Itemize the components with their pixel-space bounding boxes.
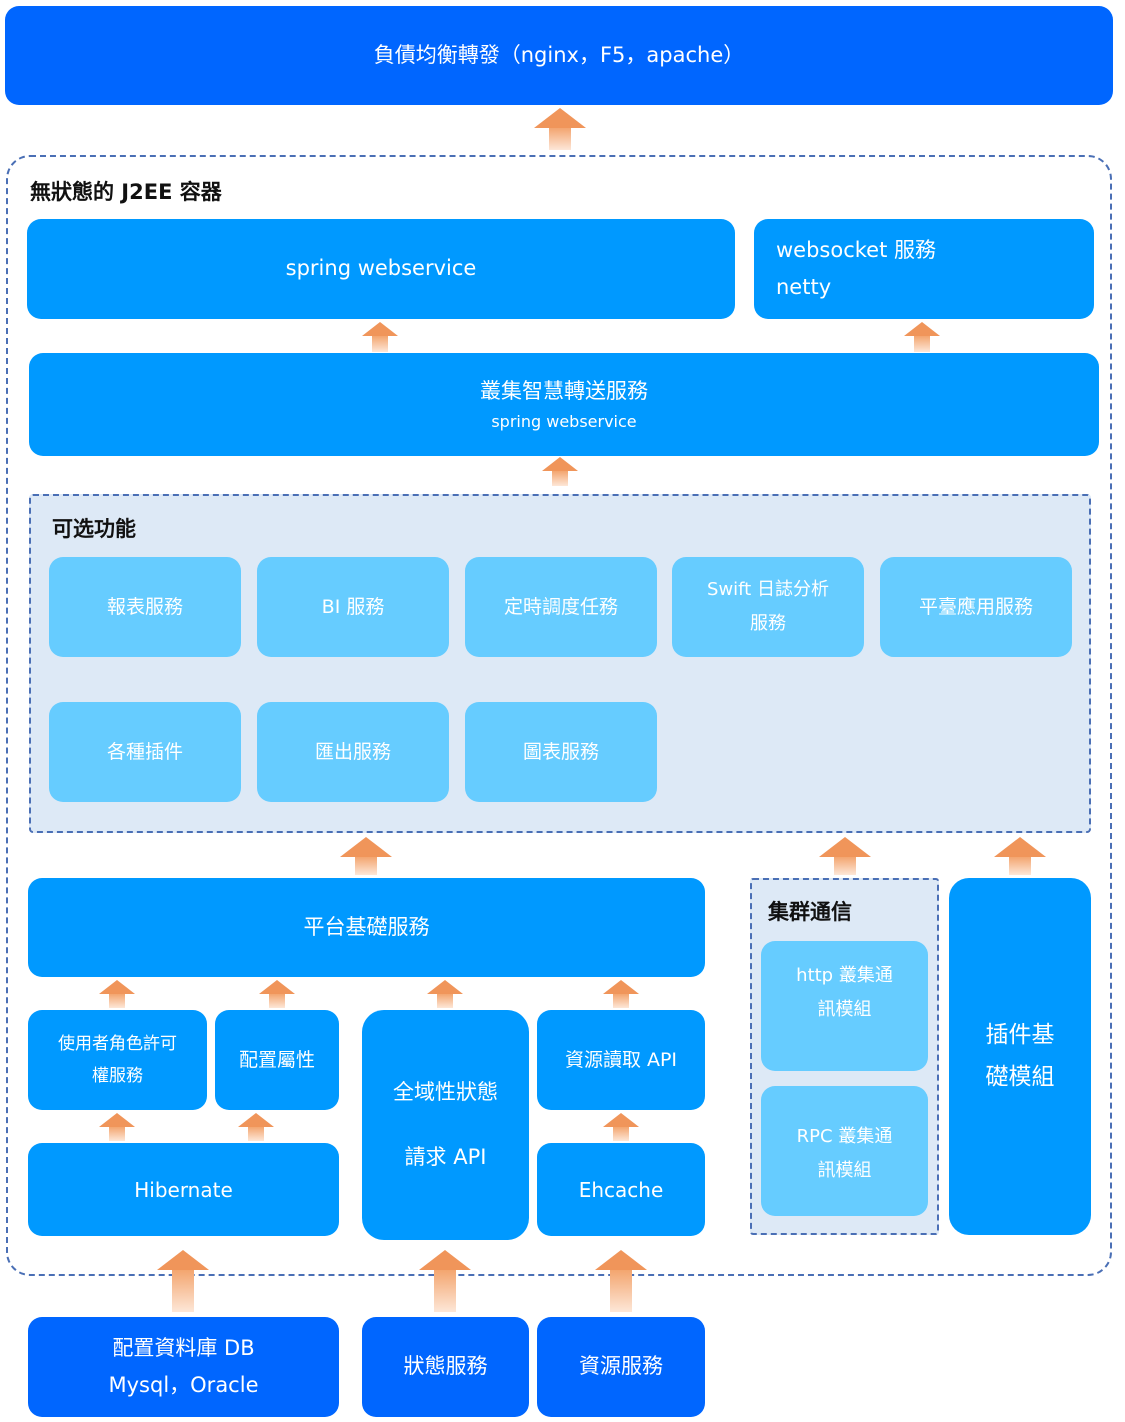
websocket-box: websocket 服務 netty xyxy=(754,219,1094,319)
optional-feature-box: Swift 日誌分析服務 xyxy=(672,557,864,657)
websocket-label: websocket 服務 xyxy=(776,238,937,263)
state-service-box: 狀態服務 xyxy=(362,1317,529,1417)
plugin-base-box: 插件基礎模組 xyxy=(949,878,1091,1235)
optional-feature-label: BI 服務 xyxy=(321,595,385,618)
global-state-box: 全域性狀態請求 API xyxy=(362,1010,529,1240)
cluster-forward-title: 叢集智慧轉送服務 xyxy=(480,378,648,403)
state-service-label: 狀態服務 xyxy=(403,1354,488,1379)
config-attr-box: 配置屬性 xyxy=(215,1010,339,1110)
optional-feature-box: 圖表服務 xyxy=(465,702,657,802)
optional-feature-box: 各種插件 xyxy=(49,702,241,802)
optional-feature-box: 定時調度任務 xyxy=(465,557,657,657)
config-attr-label: 配置屬性 xyxy=(238,1048,315,1071)
optional-feature-label: 匯出服務 xyxy=(314,740,391,763)
spring-webservice-label: spring webservice xyxy=(285,256,477,281)
http-module-box: http 叢集通訊模組 xyxy=(761,941,928,1071)
config-db-label: 配置資料庫 DB xyxy=(112,1336,255,1361)
config-db-box: 配置資料庫 DB Mysql，Oracle xyxy=(28,1317,339,1417)
load-balancer-box: 負債均衡轉發（nginx，F5，apache） xyxy=(5,6,1113,105)
db-types-label: Mysql，Oracle xyxy=(108,1373,259,1397)
hibernate-label: Hibernate xyxy=(134,1177,233,1202)
optional-feature-label: 圖表服務 xyxy=(522,740,599,763)
optional-feature-label: 服務 xyxy=(750,613,786,634)
user-role-label-2: 權服務 xyxy=(92,1066,143,1086)
cluster-comm-title: 集群通信 xyxy=(768,900,852,924)
j2ee-container xyxy=(6,155,1112,1276)
spring-webservice-box: spring webservice xyxy=(27,219,735,319)
rpc-module-label: RPC 叢集通 xyxy=(796,1126,893,1147)
user-role-box: 使用者角色許可權服務 xyxy=(28,1010,207,1110)
optional-features-title: 可选功能 xyxy=(52,517,136,541)
optional-feature-label: 定時調度任務 xyxy=(503,595,618,618)
plugin-base-label: 插件基 xyxy=(985,1022,1055,1049)
optional-feature-label: 報表服務 xyxy=(106,595,183,618)
netty-label: netty xyxy=(776,275,832,299)
ehcache-box: Ehcache xyxy=(537,1143,705,1236)
cluster-forward-subtitle: spring webservice xyxy=(491,411,637,431)
cluster-forward-box: 叢集智慧轉送服務 spring webservice xyxy=(29,353,1099,456)
user-role-label: 使用者角色許可 xyxy=(58,1033,177,1054)
optional-feature-label: 平臺應用服務 xyxy=(918,595,1033,618)
global-state-label: 全域性狀態 xyxy=(393,1079,498,1104)
ehcache-label: Ehcache xyxy=(578,1177,664,1202)
optional-feature-box: 平臺應用服務 xyxy=(880,557,1072,657)
optional-feature-label: 各種插件 xyxy=(106,740,183,763)
http-module-label-2: 訊模組 xyxy=(817,999,872,1021)
optional-feature-label: Swift 日誌分析 xyxy=(707,578,829,600)
hibernate-box: Hibernate xyxy=(28,1143,339,1236)
rpc-module-label-2: 訊模組 xyxy=(817,1160,872,1182)
resource-service-box: 資源服務 xyxy=(537,1317,705,1417)
resource-read-box: 資源讀取 API xyxy=(537,1010,705,1110)
request-api-label: 請求 API xyxy=(404,1145,487,1169)
plugin-base-label-2: 礎模組 xyxy=(985,1063,1055,1090)
resource-service-label: 資源服務 xyxy=(579,1354,663,1379)
load-balancer-label: 負債均衡轉發（nginx，F5，apache） xyxy=(373,42,745,67)
rpc-module-box: RPC 叢集通訊模組 xyxy=(761,1086,928,1216)
optional-feature-box: 匯出服務 xyxy=(257,702,449,802)
platform-label: 平台基礎服務 xyxy=(303,914,430,939)
optional-feature-box: 報表服務 xyxy=(49,557,241,657)
container-title: 無狀態的 J2EE 容器 xyxy=(30,180,222,204)
http-module-label: http 叢集通 xyxy=(796,965,893,986)
optional-feature-box: BI 服務 xyxy=(257,557,449,657)
resource-read-label: 資源讀取 API xyxy=(564,1048,678,1071)
platform-box: 平台基礎服務 xyxy=(28,878,705,977)
